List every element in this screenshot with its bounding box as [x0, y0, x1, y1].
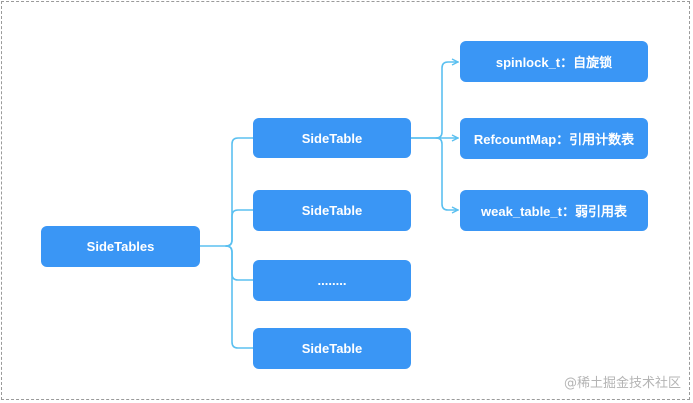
connector-root-table-4	[225, 245, 254, 349]
connector-root-table-1	[225, 137, 254, 247]
node-sidetable-4: SideTable	[253, 328, 411, 369]
node-field-refcountmap: RefcountMap：引用计数表	[460, 118, 648, 159]
node-sidetable-1: SideTable	[253, 118, 411, 158]
connector-table-field-3	[435, 137, 458, 210]
connector-table-field-1	[410, 62, 458, 139]
node-sidetable-2: SideTable	[253, 190, 411, 231]
connector-root-table-3	[225, 245, 254, 281]
connector-root-table-2	[225, 209, 254, 247]
node-sidetables: SideTables	[41, 226, 200, 267]
node-field-weak-table: weak_table_t：弱引用表	[460, 190, 648, 231]
node-field-spinlock: spinlock_t：自旋锁	[460, 41, 648, 82]
node-sidetable-ellipsis: ........	[253, 260, 411, 301]
watermark-text: @稀土掘金技术社区	[563, 376, 681, 391]
